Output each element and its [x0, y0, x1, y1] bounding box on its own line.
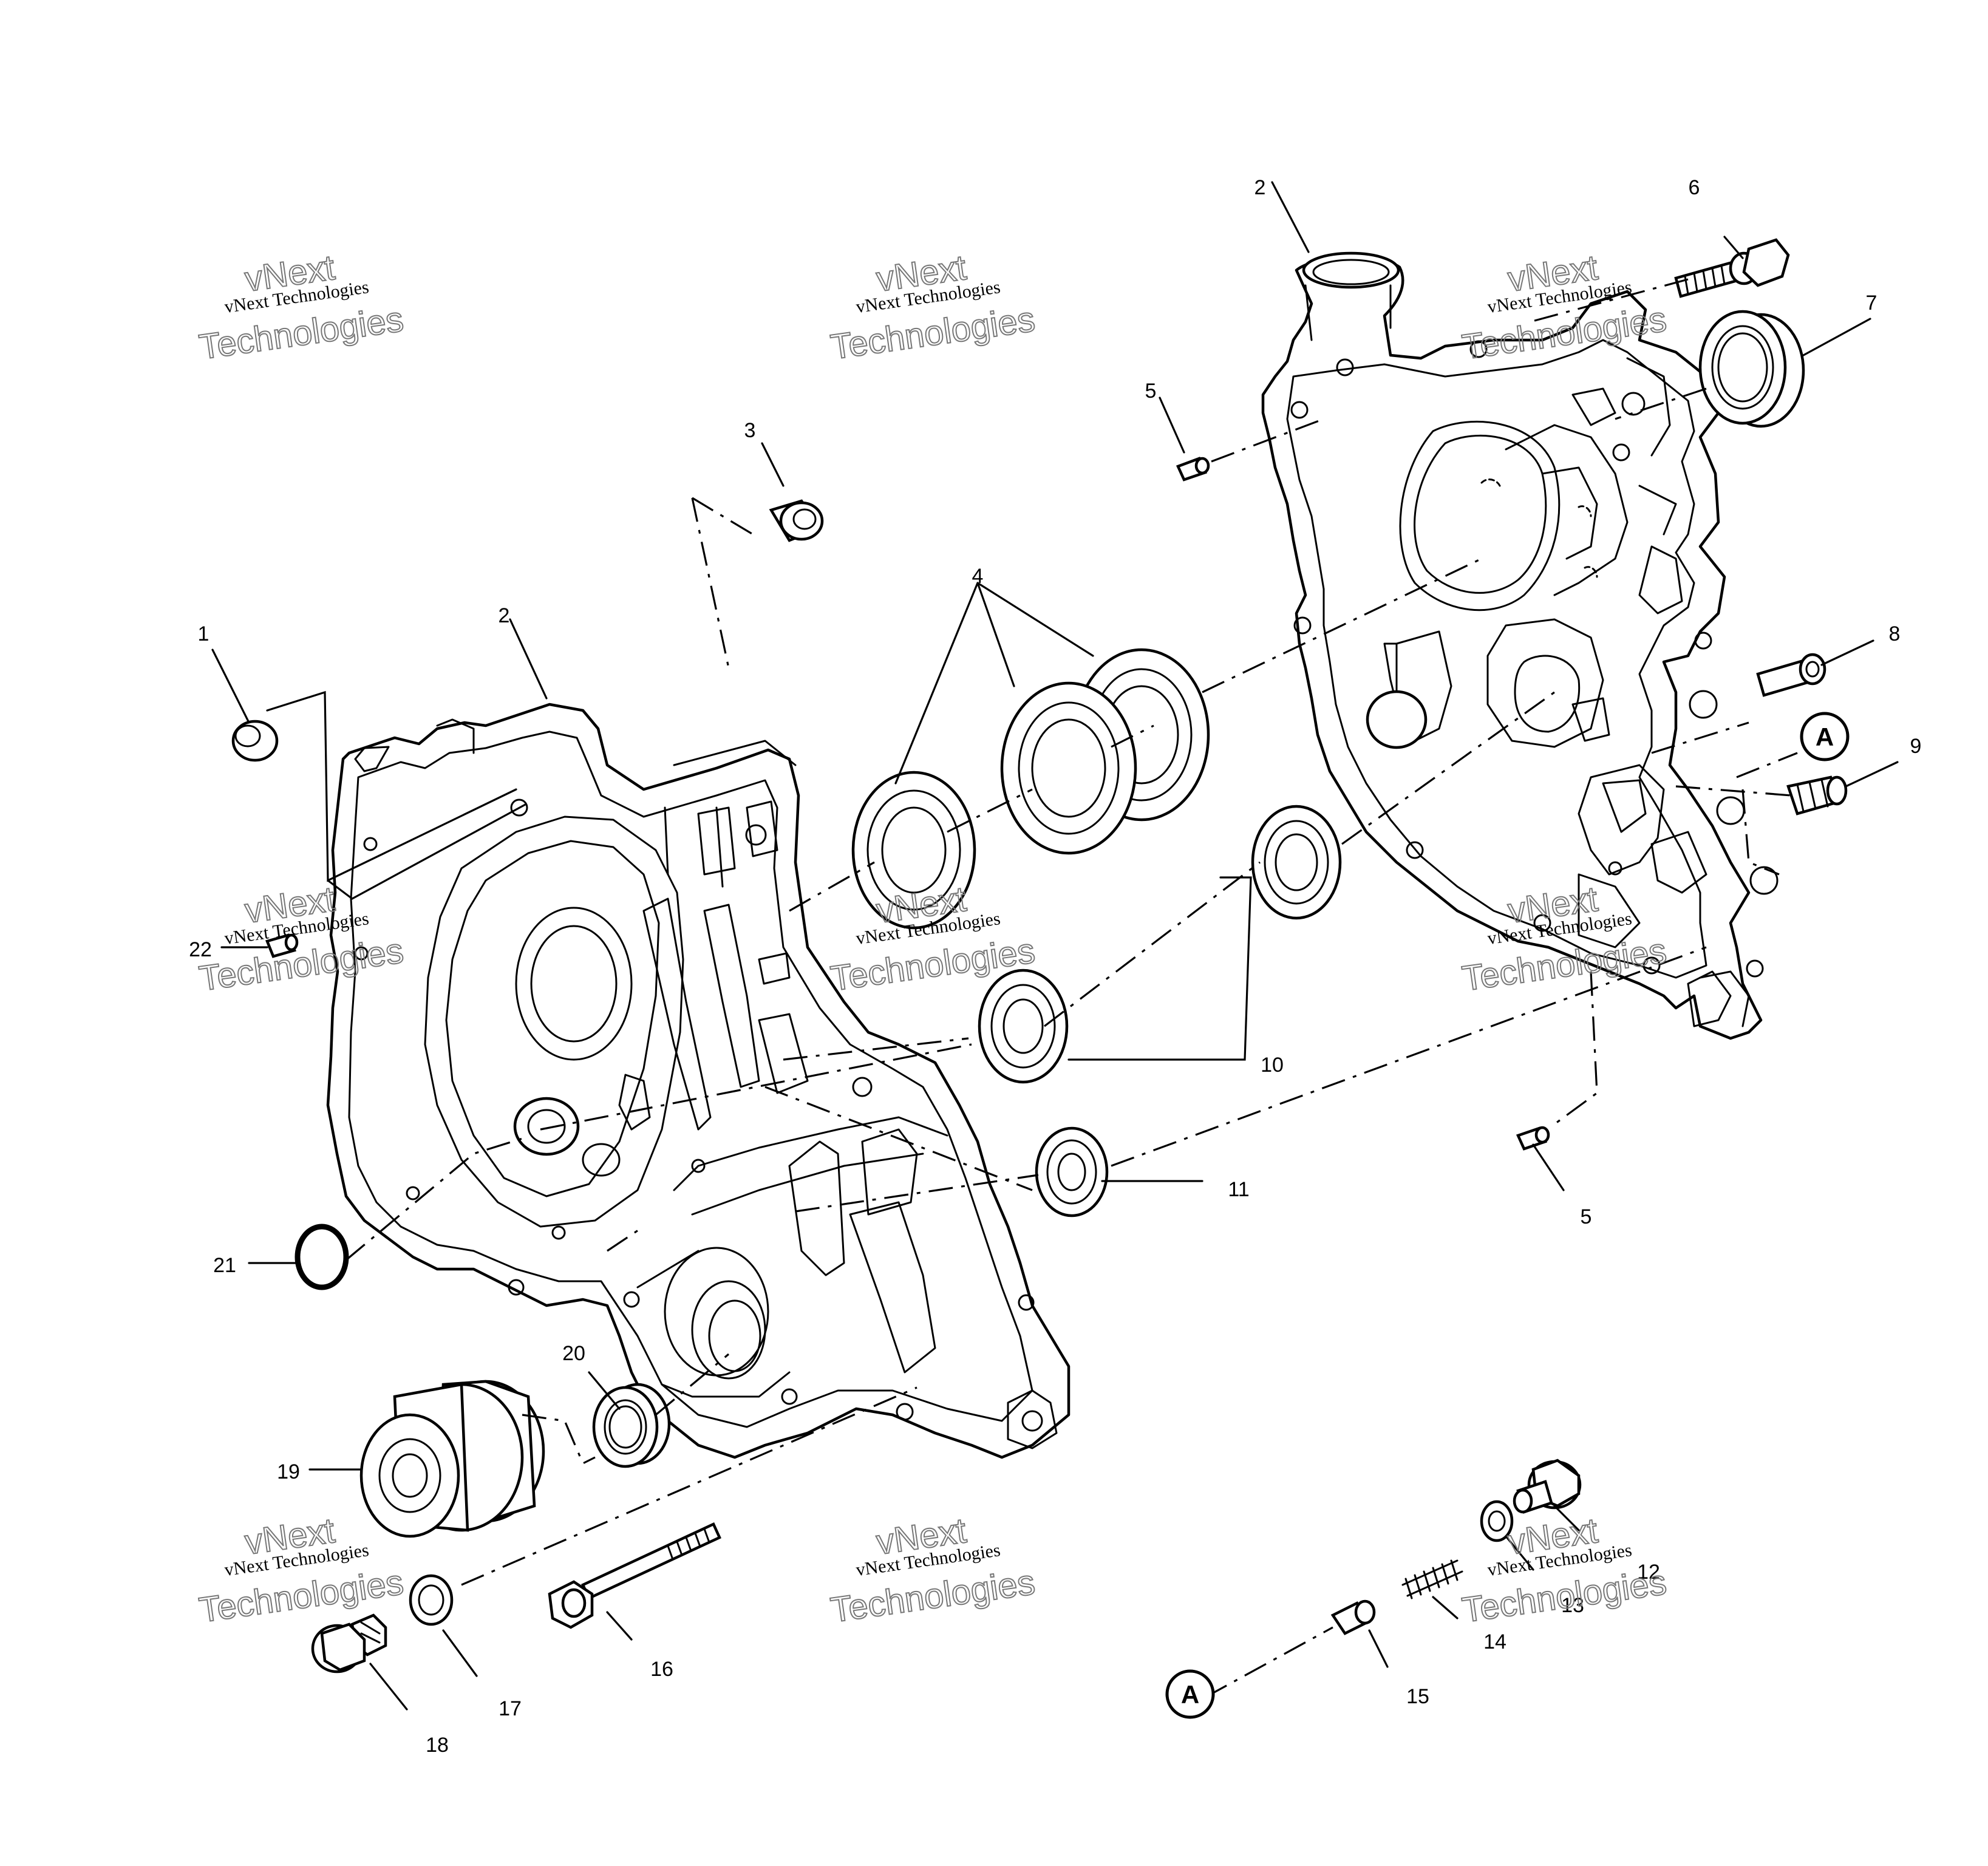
- callout-10: 10: [1261, 1054, 1284, 1077]
- callout-17: 17: [499, 1697, 522, 1720]
- callout-1: 1: [198, 622, 209, 645]
- part-19-pulley: [359, 1380, 545, 1538]
- part-7-oil-seal: [1698, 310, 1805, 428]
- part-13-washer: [1480, 1500, 1514, 1542]
- watermark-middle-right: vNext Technologies vNext Technologies: [1459, 879, 1669, 999]
- callout-16: 16: [650, 1658, 673, 1681]
- callout-6: 6: [1689, 176, 1700, 199]
- callout-5-top: 5: [1145, 380, 1157, 403]
- part-20-oil-seal: [592, 1383, 671, 1468]
- part-17-washer: [409, 1574, 454, 1626]
- reference-a-bottom-label: A: [1181, 1680, 1199, 1709]
- watermark-top-left: vNext Technologies vNext Technologies: [196, 247, 406, 368]
- part-12-plug-bolt: [1513, 1459, 1582, 1514]
- callout-2-left: 2: [499, 604, 510, 627]
- callout-11: 11: [1228, 1178, 1249, 1201]
- part-3-dowel: [769, 499, 824, 542]
- callout-numbers: 1 2 2 3 4 5 5 6 7 8 9 10 11 12 13 14 15 …: [189, 176, 1921, 1757]
- part-11-bearing: [1035, 1126, 1109, 1217]
- watermark-bottom-center: vNext Technologies vNext Technologies: [828, 1510, 1038, 1631]
- center-lines: [345, 278, 1798, 1698]
- callout-20: 20: [562, 1342, 585, 1365]
- watermark-top-right: vNext Technologies vNext Technologies: [1459, 247, 1669, 368]
- part-16-long-bolt: [548, 1522, 721, 1629]
- watermark-bottom-left: vNext Technologies vNext Technologies: [196, 1510, 406, 1631]
- part-5-dowel-pins: [1176, 457, 1550, 1151]
- part-6-bolt: [1674, 238, 1790, 298]
- watermark-top-center: vNext Technologies vNext Technologies: [828, 247, 1038, 368]
- part-10-bearings: [978, 805, 1342, 1084]
- part-15-plunger: [1330, 1599, 1376, 1635]
- left-crankcase-half: [326, 703, 1071, 1459]
- callout-19: 19: [277, 1460, 300, 1483]
- callout-22: 22: [189, 938, 212, 961]
- callout-9: 9: [1910, 735, 1922, 758]
- part-21-o-ring: [294, 1224, 349, 1290]
- reference-a-bottom: A: [1165, 1669, 1215, 1719]
- part-1-dowel: [231, 720, 279, 762]
- part-18-drain-plug: [311, 1613, 387, 1674]
- part-4-bearings: [851, 648, 1210, 930]
- callout-15: 15: [1406, 1685, 1429, 1708]
- part-22-pin: [265, 933, 299, 958]
- callout-7: 7: [1866, 291, 1877, 315]
- right-crankcase-half: [1261, 251, 1779, 1040]
- callout-21: 21: [213, 1254, 236, 1277]
- part-8-dowel: [1756, 653, 1826, 697]
- callout-2-right: 2: [1254, 176, 1266, 199]
- callout-8: 8: [1889, 622, 1901, 645]
- callout-18: 18: [426, 1734, 449, 1757]
- part-9-fitting: [1786, 775, 1848, 816]
- reference-a-top: A: [1800, 712, 1850, 761]
- reference-a-top-label: A: [1816, 723, 1834, 751]
- leader-lines: [211, 181, 1899, 1711]
- watermark-middle-left: vNext Technologies vNext Technologies: [196, 879, 406, 999]
- part-14-spring: [1401, 1559, 1463, 1599]
- callout-3: 3: [744, 419, 756, 442]
- callout-5-bottom: 5: [1581, 1205, 1592, 1228]
- callout-12: 12: [1637, 1561, 1660, 1584]
- callout-13: 13: [1561, 1594, 1584, 1617]
- callout-14: 14: [1483, 1630, 1506, 1653]
- callout-4: 4: [972, 565, 984, 588]
